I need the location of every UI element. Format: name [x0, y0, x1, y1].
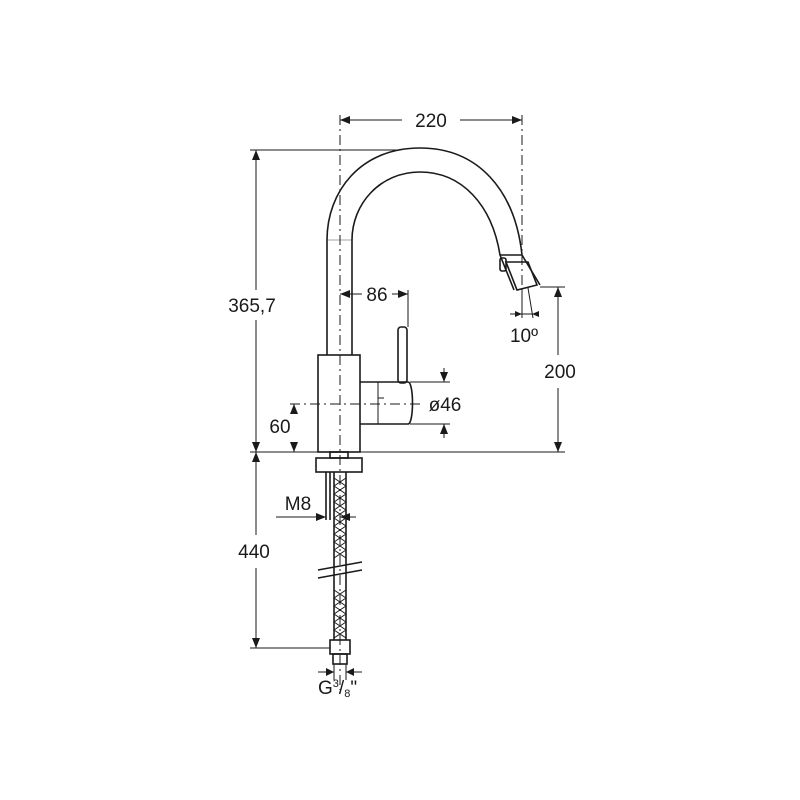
- dimension-lines: [250, 116, 565, 680]
- dim-width-220: 220: [415, 111, 447, 132]
- dim-connection-g38: G3/8": [318, 678, 357, 700]
- base-nut: [315, 457, 363, 473]
- base-washer: [329, 451, 349, 459]
- dim-spout-200: 200: [544, 362, 576, 383]
- mixer-cartridge: [360, 381, 414, 425]
- dim-height-365: 365,7: [228, 296, 276, 317]
- lever-handle: [397, 326, 408, 384]
- dim-angle-10: 10º: [510, 326, 538, 347]
- dim-height-60: 60: [269, 417, 290, 438]
- spout-outer-curve: [326, 147, 541, 355]
- spray-head: [500, 254, 539, 291]
- dimension-labels: 220 365,7 86 10º 200 ø46 60 M8 440 G3/8": [228, 111, 576, 700]
- spray-button: [499, 257, 507, 272]
- dim-hose-440: 440: [238, 542, 270, 563]
- dim-reach-86: 86: [366, 285, 387, 306]
- dim-diameter-46: ø46: [429, 395, 462, 416]
- center-lines: [290, 115, 523, 690]
- spout-inner-curve: [351, 171, 515, 355]
- dim-thread-m8: M8: [285, 494, 311, 515]
